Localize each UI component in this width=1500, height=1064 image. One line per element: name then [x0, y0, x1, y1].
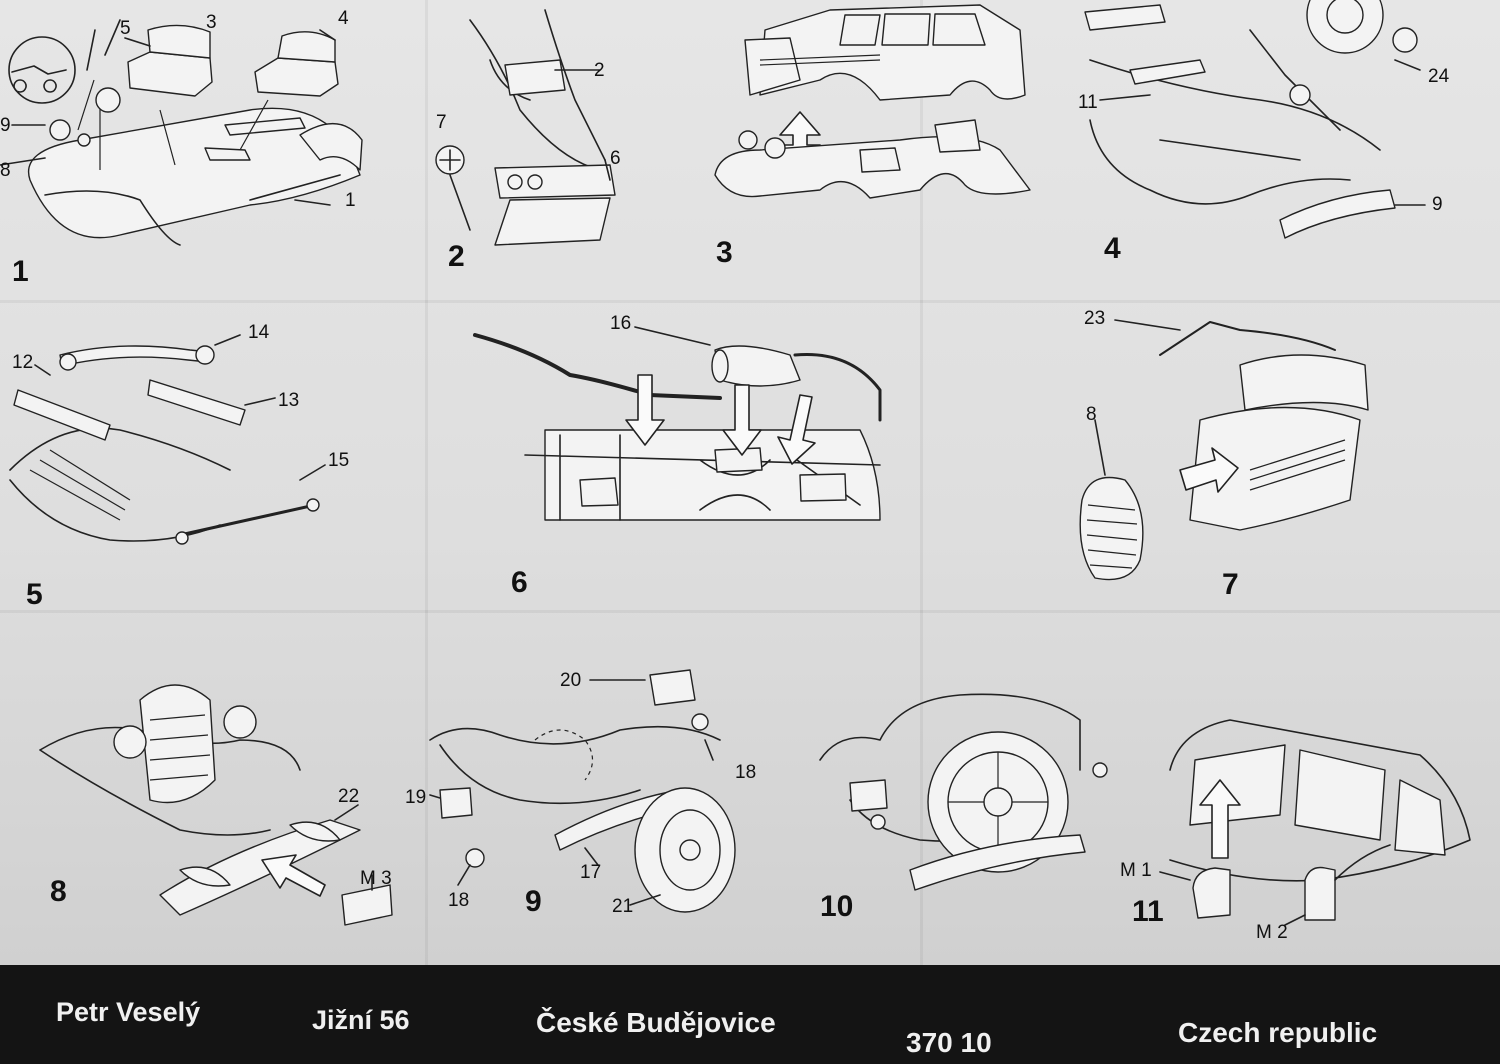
diagram-step-3 — [714, 4, 1031, 199]
part-label-4: 4 — [338, 8, 349, 29]
step-number-7: 7 — [1222, 568, 1239, 601]
diagram-step-8 — [39, 684, 393, 926]
diagram-step-6 — [473, 326, 882, 521]
footer-zip: 370 10 — [906, 1027, 992, 1058]
step-number-9: 9 — [525, 885, 542, 918]
part-label-20: 20 — [560, 670, 582, 691]
part-label-18-lower: 18 — [448, 890, 470, 911]
step-number-10: 10 — [820, 890, 854, 923]
part-label-12: 12 — [12, 352, 34, 373]
diagram-step-2 — [435, 9, 616, 246]
part-label-8-left: 8 — [0, 160, 11, 181]
part-label-18-upper: 18 — [735, 762, 757, 783]
part-label-7: 7 — [436, 112, 447, 133]
footer-country: Czech republic — [1178, 1017, 1378, 1048]
diagram-step-4 — [1084, 0, 1426, 239]
step-number-6: 6 — [511, 566, 528, 599]
part-label-2: 2 — [594, 60, 605, 81]
diagram-step-11 — [1159, 719, 1471, 926]
part-label-24: 24 — [1428, 66, 1450, 87]
instruction-sheet: 1 2 3 4 5 6 7 8 9 10 11 3 4 5 9 8 1 2 7 … — [0, 0, 1500, 970]
part-label-5: 5 — [120, 18, 131, 39]
part-label-9-right: 9 — [1432, 194, 1443, 215]
footer-street: Jižní 56 — [312, 1005, 410, 1035]
part-label-M2: M 2 — [1256, 922, 1288, 943]
step-number-11: 11 — [1132, 895, 1164, 928]
part-label-23: 23 — [1084, 308, 1106, 329]
part-label-13: 13 — [278, 390, 300, 411]
part-label-8-right: 8 — [1086, 404, 1097, 425]
step-number-8: 8 — [50, 875, 67, 908]
footer-name: Petr Veselý — [56, 997, 201, 1027]
step-number-3: 3 — [716, 236, 733, 269]
part-label-1: 1 — [345, 190, 356, 211]
assembly-diagrams — [0, 0, 1471, 926]
part-label-11: 11 — [1078, 92, 1098, 113]
step-number-1: 1 — [12, 255, 29, 288]
diagram-step-9 — [429, 669, 736, 913]
part-label-M3: M 3 — [360, 868, 392, 889]
part-label-M1: M 1 — [1120, 860, 1152, 881]
part-label-17: 17 — [580, 862, 602, 883]
part-label-21: 21 — [612, 896, 634, 917]
diagram-step-7 — [1079, 319, 1369, 581]
part-label-15: 15 — [328, 450, 350, 471]
part-label-9-left: 9 — [0, 115, 11, 136]
step-number-2: 2 — [448, 240, 465, 273]
footer-city: České Budějovice — [536, 1007, 776, 1038]
part-label-19: 19 — [405, 787, 427, 808]
part-label-22: 22 — [338, 786, 360, 807]
diagram-step-10 — [819, 693, 1108, 891]
part-label-14: 14 — [248, 322, 270, 343]
footer-address-bar: Petr Veselý Jižní 56 České Budějovice 37… — [0, 965, 1500, 1064]
step-number-4: 4 — [1104, 232, 1121, 265]
part-label-6: 6 — [610, 148, 621, 169]
diagram-step-5 — [9, 334, 326, 545]
diagram-step-1 — [0, 19, 363, 246]
part-label-16: 16 — [610, 313, 632, 334]
part-label-3: 3 — [206, 12, 217, 33]
step-number-5: 5 — [26, 578, 43, 611]
